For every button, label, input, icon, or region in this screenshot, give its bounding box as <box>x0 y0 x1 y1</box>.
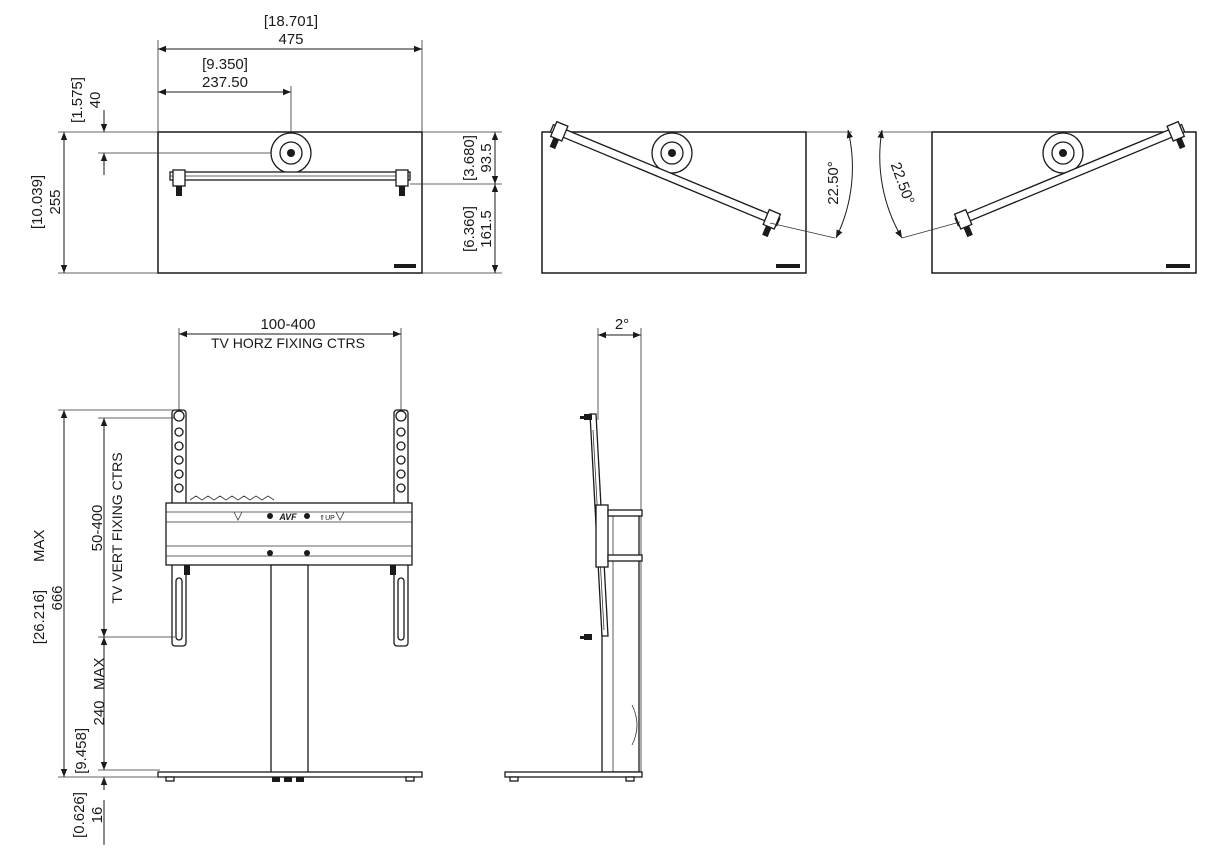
side-tilt-angle: 2° <box>615 316 629 333</box>
center-offset-inch: [9.350] <box>202 56 248 73</box>
tilt-angle-right: 22.50° <box>825 161 842 205</box>
overall-height-mm: 666 <box>49 585 66 610</box>
horz-fixing-label: TV HORZ FIXING CTRS <box>211 335 365 351</box>
base-thickness-inch: [0.626] <box>71 792 88 838</box>
overall-width-inch: [18.701] <box>264 13 318 30</box>
rear-depth-inch: [6.360] <box>461 206 478 252</box>
side-view: 2° <box>504 316 643 782</box>
overall-height-inch: [26.216] <box>31 590 48 644</box>
vert-fixing-label: TV VERT FIXING CTRS <box>109 452 125 603</box>
lower-height-suffix: MAX <box>91 657 108 690</box>
base-thickness-mm: 16 <box>89 807 106 824</box>
up-indicator-text: ⇑UP <box>319 514 335 522</box>
center-offset-mm: 237.50 <box>202 74 248 91</box>
base-depth-inch: [10.039] <box>29 175 46 229</box>
rear-offset-mm: 40 <box>87 92 104 109</box>
horz-fixing-range: 100-400 <box>260 316 315 333</box>
vert-fixing-range: 50-400 <box>89 505 106 552</box>
tilt-view-right: 22.50° <box>541 120 853 274</box>
brand-logo-text: AVF <box>278 512 297 522</box>
front-view: 100-400 TV HORZ FIXING CTRS <box>31 316 423 845</box>
tilt-view-left: 22.50° <box>877 120 1197 274</box>
top-view-base-outline <box>157 131 423 274</box>
tilt-angle-left: 22.50° <box>887 160 918 207</box>
rear-depth-mm: 161.5 <box>478 210 495 248</box>
rear-offset-inch: [1.575] <box>69 77 86 123</box>
overall-width-mm: 475 <box>278 31 303 48</box>
front-depth-inch: [3.680] <box>461 135 478 181</box>
base-depth-mm: 255 <box>47 189 64 214</box>
lower-height-inch: [9.458] <box>73 728 90 774</box>
lower-height-mm: 240 <box>91 700 108 725</box>
overall-height-suffix: MAX <box>31 529 48 562</box>
top-view: [18.701] 475 [9.350] 237.50 [1.575] 40 [… <box>29 13 502 274</box>
front-depth-mm: 93.5 <box>478 143 495 172</box>
